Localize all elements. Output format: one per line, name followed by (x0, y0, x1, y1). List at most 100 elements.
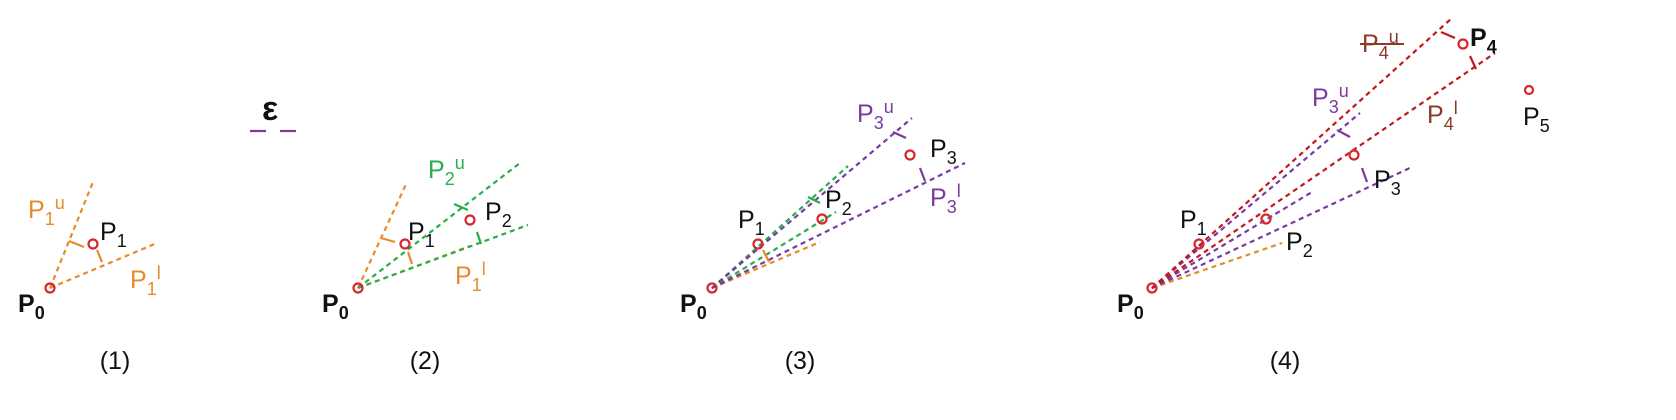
p4-label-p3-upper-base: P (1312, 84, 1329, 112)
p4-label-p5-subscript: 5 (1540, 116, 1550, 136)
p4-label-p1: P1 (1180, 206, 1207, 239)
p3-label-p3-base: P (930, 135, 947, 163)
p4-p3-lower-line (1151, 166, 1413, 289)
p4-p3-lower-tick (1360, 167, 1369, 183)
p3-label-p3-upper-superscript: u (884, 97, 894, 117)
p3-point-p0 (706, 282, 718, 294)
p2-label-p1: P1 (408, 218, 435, 251)
p2-label-p1-base: P (408, 218, 425, 246)
p1-label-p1-lower-base: P (130, 266, 147, 294)
p2-p2-lower-line (357, 223, 529, 290)
p4-label-p3-upper: P3u (1312, 81, 1349, 117)
caption-panel-1: (1) (100, 347, 131, 375)
p2-p2-upper-tick (453, 202, 469, 212)
p1-upper-tick (68, 239, 85, 249)
caption-panel-4: (4) (1270, 347, 1301, 375)
p2-label-p1-lower-superscript: l (482, 259, 486, 279)
p4-label-p4-lower: P4l (1427, 98, 1458, 134)
p2-label-p1-subscript: 1 (425, 231, 435, 251)
p4-label-p4: P4 (1470, 24, 1497, 57)
p1-label-p1-lower-subscript: 1 (147, 279, 157, 299)
p2-label-p2-upper-base: P (428, 156, 445, 184)
p4-point-p3 (1348, 149, 1360, 161)
p3-point-p1 (752, 238, 764, 250)
diagram-labels: P0P1P1uP1lεP0P1P2P2uP1lP0P1P2P3P3uP3lP0P… (18, 24, 1550, 323)
p4-label-p0-subscript: 0 (1134, 303, 1144, 323)
p3-p3-upper-line (711, 117, 913, 289)
p4-label-p3-upper-subscript: 3 (1329, 97, 1339, 117)
p3-point-p2 (816, 213, 828, 225)
p4-label-p0: P0 (1117, 290, 1144, 323)
p2-point-p2 (464, 214, 476, 226)
p2-label-p2-upper-superscript: u (455, 153, 465, 173)
p4-label-p1-base: P (1180, 206, 1197, 234)
p2-point-p0 (352, 282, 364, 294)
p4-label-p3-base: P (1374, 166, 1391, 194)
p4-label-p3-upper-superscript: u (1339, 81, 1349, 101)
p3-label-p3-upper: P3u (857, 97, 894, 133)
p2-label-p2-subscript: 2 (502, 211, 512, 231)
p1-label-p1-upper-base: P (28, 196, 45, 224)
p2-label-p2-upper-subscript: 2 (445, 169, 455, 189)
p3-label-p1-subscript: 1 (755, 219, 765, 239)
p4-p4-lower-tick (1469, 55, 1477, 70)
p1-lower-bound-line (49, 241, 158, 290)
p4-point-p1 (1193, 238, 1205, 250)
p1-label-p0: P0 (18, 290, 45, 323)
p3-label-p3-lower-subscript: 3 (947, 197, 957, 217)
p2-p2-upper-line (357, 162, 521, 289)
p4-label-p3-subscript: 3 (1391, 179, 1401, 199)
p4-label-p2: P2 (1286, 228, 1313, 261)
p4-label-p4-subscript: 4 (1487, 37, 1497, 57)
p4-label-p1-subscript: 1 (1197, 219, 1207, 239)
p2-label-p1-lower-base: P (455, 262, 472, 290)
p3-label-p3-upper-subscript: 3 (874, 113, 884, 133)
p2-label-p2-base: P (485, 198, 502, 226)
p4-label-p4-lower-subscript: 4 (1444, 114, 1454, 134)
p1-label-p1: P1 (100, 218, 127, 251)
diagram-points (44, 38, 1535, 294)
p4-label-p4-upper-subscript: 4 (1379, 43, 1389, 63)
p3-label-p3-lower: P3l (930, 181, 961, 217)
p4-p4-lower-line (1151, 52, 1496, 289)
p3-p1-lower-line (711, 240, 821, 290)
p3-p2-upper-tick (807, 196, 821, 204)
diagram-lines (48, 17, 1496, 290)
p2-label-p2-upper: P2u (428, 153, 465, 189)
p2-label-p1-lower: P1l (455, 259, 486, 295)
p1-label-p1-upper-superscript: u (55, 193, 65, 213)
p4-label-p0-base: P (1117, 290, 1134, 318)
p3-p3-lower-line (711, 162, 966, 289)
p4-label-p4-lower-base: P (1427, 101, 1444, 129)
p1-label-p1-subscript: 1 (117, 231, 127, 251)
p2-label-p0-base: P (322, 290, 339, 318)
p3-label-p0-base: P (680, 290, 697, 318)
caption-panel-2: (2) (410, 347, 441, 375)
p3-label-p3: P3 (930, 135, 957, 168)
p4-label-p4-base: P (1470, 24, 1487, 52)
p1-point-p0 (44, 282, 56, 294)
p2-label-p2: P2 (485, 198, 512, 231)
p3-label-p2: P2 (825, 186, 852, 219)
p3-label-p3-lower-base: P (930, 184, 947, 212)
p4-p3-upper-tick (1336, 129, 1351, 138)
p2-p1-lower-tick (406, 251, 414, 265)
p4-label-p2-base: P (1286, 228, 1303, 256)
p4-p4-upper-line (1151, 17, 1453, 289)
p1-label-p1-lower-superscript: l (157, 263, 161, 283)
p3-label-p1-base: P (738, 206, 755, 234)
p1-label-p1-upper: P1u (28, 193, 65, 229)
p4-p4-upper-tick (1440, 30, 1456, 40)
p2-p2-lower-tick (475, 231, 483, 245)
p3-label-p1: P1 (738, 206, 765, 239)
p4-label-p3: P3 (1374, 166, 1401, 199)
p3-p2-lower-line (711, 211, 837, 289)
p4-point-p5 (1523, 84, 1535, 96)
p3-p1-tick (762, 249, 770, 263)
epsilon-symbol: ε (262, 90, 278, 128)
p1-label-p1-base: P (100, 218, 117, 246)
p1-point-p1 (87, 238, 99, 250)
p4-point-p4 (1457, 38, 1469, 50)
p3-point-p3 (904, 149, 916, 161)
